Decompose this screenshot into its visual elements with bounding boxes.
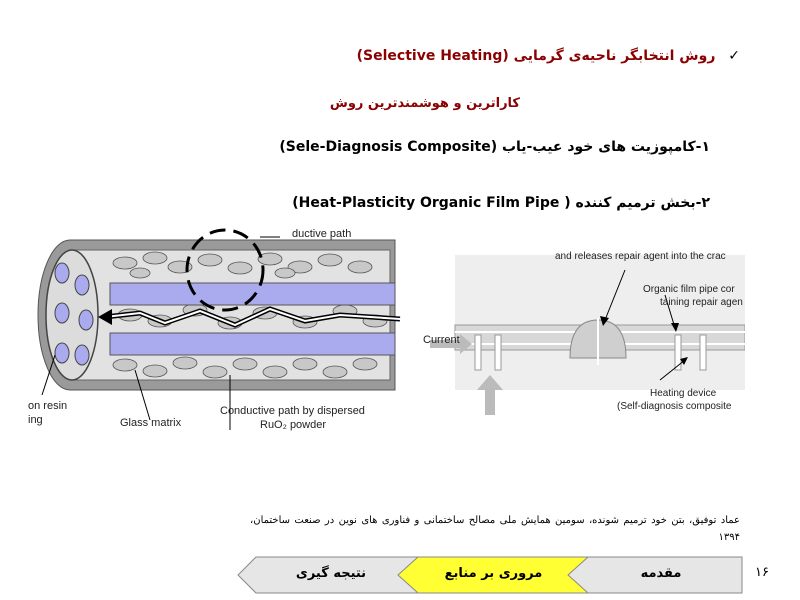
label-resin-2: ing xyxy=(28,414,43,426)
nav-tab-literature-review[interactable]: مروری بر منابع xyxy=(444,566,543,581)
nav-tab-introduction[interactable]: مقدمه xyxy=(640,566,682,581)
nav-tab-conclusion[interactable]: نتیجه گیری xyxy=(295,566,367,581)
bullet-item-composite: ۱-کامپوزیت های خود عیب-یاب (Sele-Diagnos… xyxy=(279,139,710,155)
composite-diagram xyxy=(37,228,401,430)
label-film-pipe: Organic film pipe cor xyxy=(643,284,735,295)
label-conductive-path: Conductive path by dispersed xyxy=(220,405,365,417)
label-conductive-path-top: ductive path xyxy=(292,228,352,240)
label-releases: and releases repair agent into the crac xyxy=(555,251,726,262)
label-self-diagnosis: (Self-diagnosis composite xyxy=(617,401,732,412)
navigation-bar: مقدمه مروری بر منابع نتیجه گیری xyxy=(236,553,744,597)
label-current: Current xyxy=(423,334,460,346)
label-resin: on resin xyxy=(28,400,68,412)
heating-device-diagram xyxy=(430,255,745,415)
checkmark-icon: ✓ xyxy=(728,48,740,64)
nav-shapes xyxy=(237,556,743,594)
label-ruo2: RuO₂ powder xyxy=(260,419,327,431)
label-glass-matrix: Glass matrix xyxy=(120,417,182,429)
slide-heading: ✓ روش انتخابگر ناحیه‌ی گرمایی (Selective… xyxy=(300,48,740,64)
heading-text: روش انتخابگر ناحیه‌ی گرمایی (Selective H… xyxy=(356,48,716,64)
label-heating-device: Heating device xyxy=(650,388,717,399)
bullet-item-film-pipe: ۲-بخش ترمیم کننده ( Heat-Plasticity Orga… xyxy=(292,195,710,211)
slide-number: ۱۶ xyxy=(755,565,769,580)
reference-citation: عماد توفیق، بتن خود ترمیم شونده، سومین ه… xyxy=(250,515,740,543)
nav-segment-conclusion-shape xyxy=(237,556,420,594)
slide-subheading: کاراترین و هوشمندترین روش xyxy=(329,96,520,111)
label-film-pipe-2: taining repair agen xyxy=(660,297,743,308)
